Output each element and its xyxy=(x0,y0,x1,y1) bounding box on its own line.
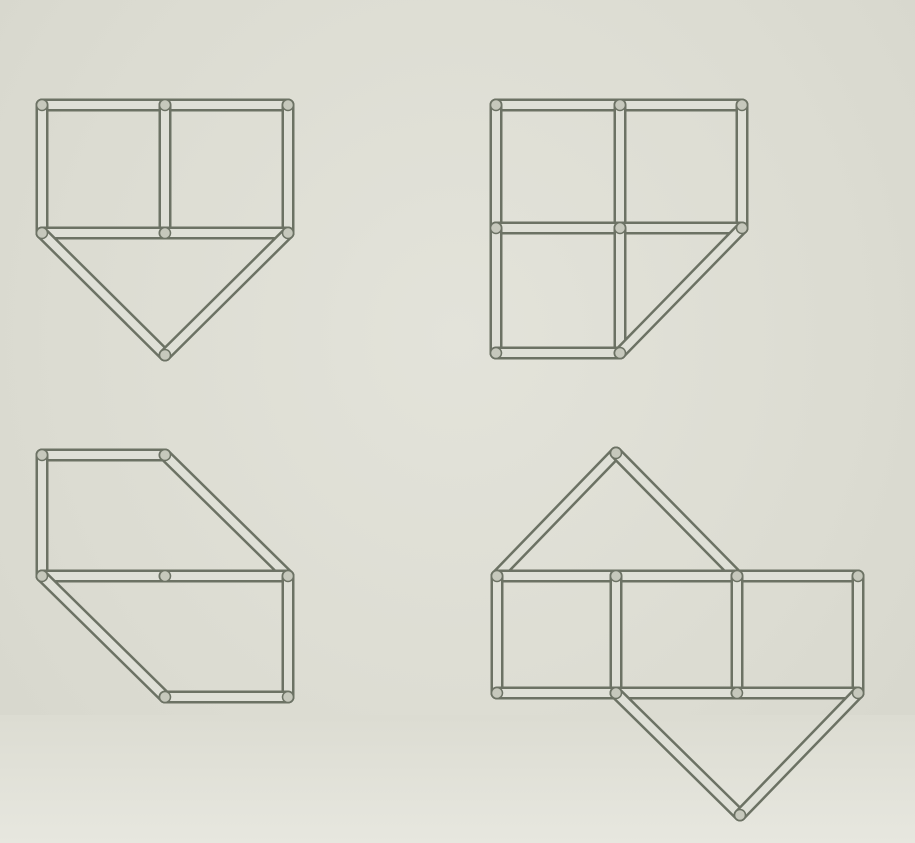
stick-joint xyxy=(730,569,744,583)
matchstick-core xyxy=(38,572,169,701)
matchstick-core xyxy=(493,449,620,580)
stick-joint xyxy=(489,221,503,235)
stick-joint xyxy=(281,690,295,704)
matchstick-core xyxy=(161,229,292,359)
matchstick-core xyxy=(161,451,292,580)
stick-joint xyxy=(35,226,49,240)
stick-joint xyxy=(281,226,295,240)
matchstick-core xyxy=(38,229,169,359)
stick-joint xyxy=(35,448,49,462)
paper-fade xyxy=(0,715,915,843)
stick-joint xyxy=(609,569,623,583)
matchstick-core xyxy=(736,689,862,819)
stick-joint xyxy=(281,569,295,583)
stick-joint xyxy=(158,226,172,240)
stick-joint xyxy=(735,221,749,235)
stick-joint xyxy=(489,98,503,112)
stick-joint xyxy=(730,686,744,700)
stick-joint xyxy=(733,808,747,822)
stick-joint xyxy=(158,448,172,462)
stick-joint xyxy=(158,569,172,583)
matchstick-core xyxy=(616,224,746,357)
panel-square-row-with-triangles xyxy=(490,446,865,822)
matchstick-core xyxy=(612,449,741,580)
stick-joint xyxy=(490,686,504,700)
stick-joint xyxy=(851,686,865,700)
stick-joint xyxy=(609,686,623,700)
stick-joint xyxy=(489,346,503,360)
stick-joint xyxy=(613,98,627,112)
panel-square-pair-with-point xyxy=(35,98,295,362)
stick-joint xyxy=(158,690,172,704)
panel-square-grid-with-diagonal xyxy=(489,98,749,360)
stick-joint xyxy=(490,569,504,583)
stick-joint xyxy=(35,569,49,583)
panel-parallelogram-stack xyxy=(35,448,295,704)
stick-joint xyxy=(35,98,49,112)
stick-joint xyxy=(613,221,627,235)
matchstick-core xyxy=(612,689,744,819)
stick-joint xyxy=(613,346,627,360)
stick-joint xyxy=(851,569,865,583)
stick-joint xyxy=(158,348,172,362)
stick-joint xyxy=(281,98,295,112)
stick-joint xyxy=(158,98,172,112)
stick-joint xyxy=(735,98,749,112)
stick-joint xyxy=(609,446,623,460)
